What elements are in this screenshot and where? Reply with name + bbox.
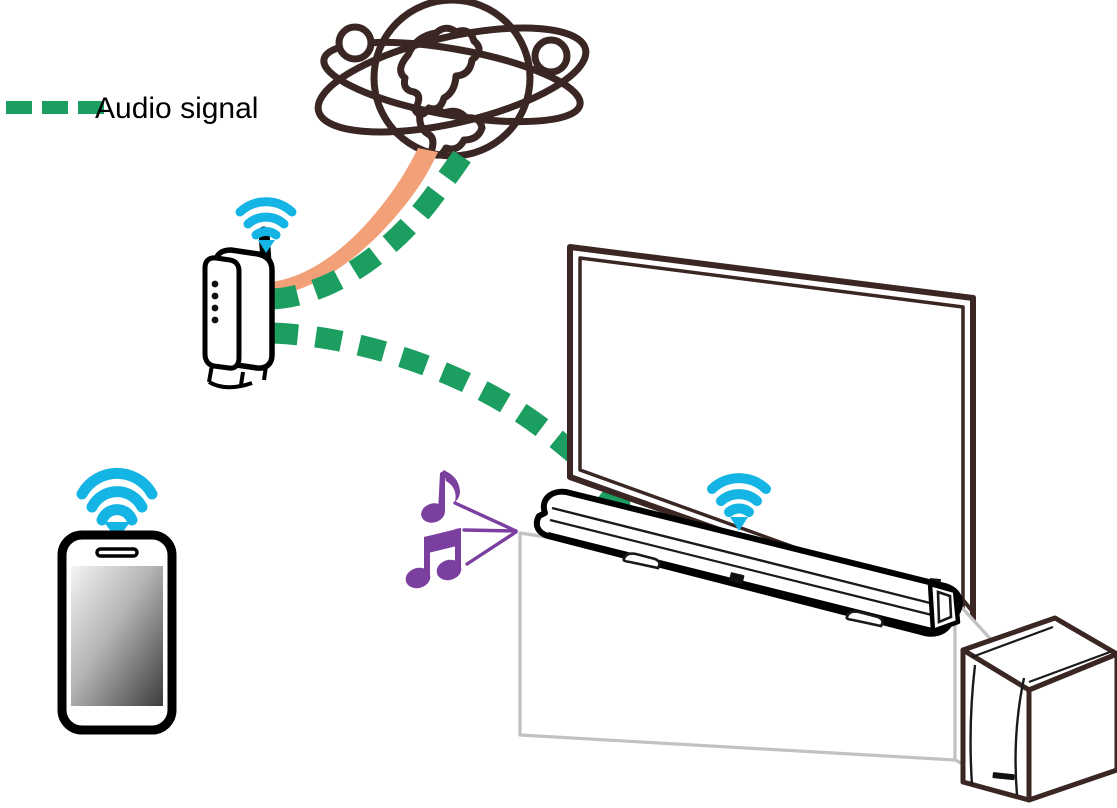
globe-icon (314, 0, 590, 160)
soundbar-icon (533, 488, 963, 637)
signal-path-globe-to-router (271, 144, 476, 310)
legend-label: Audio signal (95, 92, 259, 125)
wifi-icon-router (235, 197, 297, 253)
router-icon (202, 226, 275, 390)
subwoofer-icon (960, 615, 1117, 803)
highlight-ribbon (270, 148, 438, 295)
sound-emanation-lines (453, 501, 518, 566)
legend-dash-swatches (6, 101, 104, 114)
smartphone-icon (57, 530, 177, 735)
music-note-icon (405, 470, 462, 589)
wifi-icon-smartphone (76, 467, 158, 540)
wifi-icon-soundbar (707, 473, 771, 531)
